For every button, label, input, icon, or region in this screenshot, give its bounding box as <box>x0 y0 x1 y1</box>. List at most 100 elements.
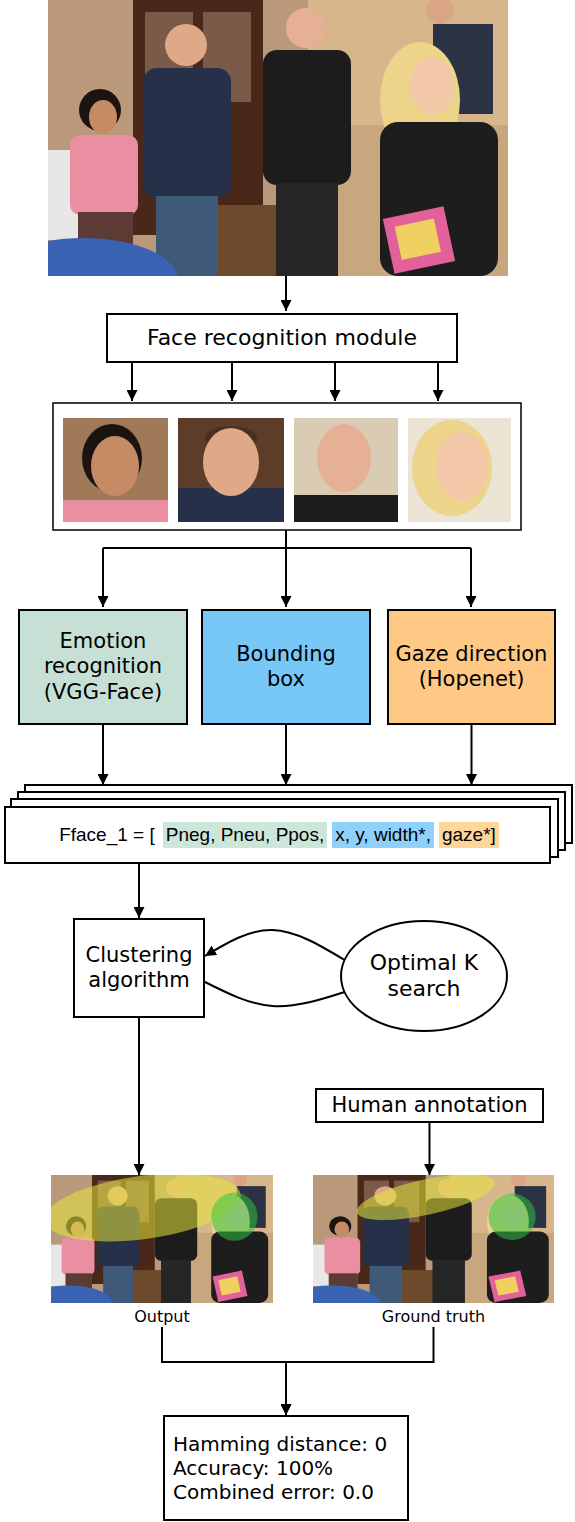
photo-person-head <box>511 1175 526 1186</box>
photo-chair <box>128 1270 167 1303</box>
photo-tray-base <box>488 1271 526 1302</box>
photo-tray-base <box>383 206 455 274</box>
photo-person-head <box>165 24 207 66</box>
image-panel: Output <box>51 1175 273 1327</box>
input-photo <box>0 0 508 322</box>
photo-person-head <box>410 57 454 115</box>
face-crop <box>294 418 398 522</box>
node-label: Gaze direction (Hopenet) <box>395 642 548 692</box>
node-label: Human annotation <box>331 1093 527 1118</box>
photo-person-head <box>286 8 326 48</box>
result-image <box>51 1175 273 1303</box>
photo-person-body <box>70 135 138 215</box>
node-label: Emotion recognition (VGG-Face) <box>26 629 180 705</box>
node-label: Combined error: 0.0 <box>173 1480 374 1504</box>
feature-vector-box: Fface_1 = [Pneg, Pneu, Ppos,x, y, width*… <box>4 806 551 864</box>
node-label: x, y, width*, <box>332 822 434 849</box>
flow-arrow <box>231 363 233 401</box>
flow-arrow <box>470 548 472 607</box>
photo-tray <box>383 206 455 274</box>
node-label: Pneg, Pneu, Ppos, <box>163 822 327 849</box>
connector-arrow <box>285 725 287 785</box>
flow-arrow <box>285 276 287 311</box>
process-box: Bounding box <box>201 609 371 725</box>
result-image <box>313 1175 554 1303</box>
connector-arrow <box>102 725 104 785</box>
photo-wall <box>48 0 508 276</box>
photo-person-body <box>380 122 498 276</box>
photo-person-head <box>426 0 454 24</box>
face-shirt <box>294 495 398 522</box>
face-skin <box>91 436 139 496</box>
face-crop <box>408 418 511 522</box>
result-box: Hamming distance: 0Accuracy: 100%Combine… <box>163 1415 409 1521</box>
connector-arrow <box>162 1327 286 1415</box>
connector-arrow <box>429 1123 431 1175</box>
photo-person-legs <box>432 1260 464 1303</box>
face-hair <box>412 420 492 516</box>
photo-scene <box>48 0 508 276</box>
group-overlay <box>489 1194 536 1240</box>
connector-arrow <box>205 982 345 1006</box>
process-box: Gaze direction (Hopenet) <box>387 609 556 725</box>
photo-person-body <box>143 68 231 198</box>
photo-person-head <box>89 100 117 134</box>
face-crop <box>178 418 284 522</box>
connector-arrow <box>205 930 345 960</box>
photo-tray-inner <box>395 218 441 260</box>
ellipse-shape <box>341 921 507 1031</box>
photo-table <box>51 1285 114 1303</box>
node-label: Accuracy: 100% <box>173 1456 333 1480</box>
process-box: Human annotation <box>315 1088 544 1123</box>
node-label: Face recognition module <box>147 325 417 351</box>
photo-table <box>48 238 178 276</box>
flow-arrow <box>102 548 104 607</box>
photo-person-body <box>325 1238 361 1275</box>
photo-person-legs <box>276 183 338 276</box>
face-skin <box>317 424 371 492</box>
photo-tray-inner <box>495 1276 519 1295</box>
image-panel: Ground truth <box>313 1175 554 1327</box>
process-box: Emotion recognition (VGG-Face) <box>18 609 188 725</box>
photo-person-legs <box>161 1260 191 1303</box>
face-crops-frame <box>53 403 521 530</box>
node-label: Bounding box <box>223 642 349 692</box>
photo-tray <box>213 1271 248 1302</box>
flow-arrow <box>131 363 133 401</box>
photo-person-body <box>263 50 351 185</box>
photo-tray-inner <box>218 1276 240 1295</box>
connector-arrow <box>138 864 140 918</box>
photo-person-body <box>211 1232 268 1303</box>
photo-tray-base <box>213 1271 248 1302</box>
flow-arrow <box>285 548 287 607</box>
process-ellipse: Optimal K search <box>340 920 508 1032</box>
process-box: Face recognition module <box>106 313 458 363</box>
photo-person-body <box>62 1238 95 1275</box>
connector-arrow <box>138 1018 140 1175</box>
group-overlay <box>352 1175 499 1230</box>
face-crop <box>63 418 168 522</box>
node-label: Clustering algorithm <box>78 943 200 993</box>
photo-tray <box>488 1271 526 1302</box>
flow-arrow <box>437 363 439 401</box>
node-label: gaze*] <box>439 822 499 849</box>
face-skin <box>203 428 259 496</box>
photo-person-head <box>334 1221 349 1237</box>
process-box: Clustering algorithm <box>73 918 205 1018</box>
node-label: Optimal K search <box>350 950 498 1003</box>
node-label: Hamming distance: 0 <box>173 1432 387 1456</box>
group-overlay <box>211 1193 257 1241</box>
image-caption: Output <box>134 1307 190 1326</box>
image-caption: Ground truth <box>382 1307 485 1326</box>
face-shirt <box>63 500 168 522</box>
photo-person-body <box>487 1232 549 1303</box>
face-crops-panel <box>53 403 521 530</box>
node-label: Fface_1 = [ <box>56 822 158 849</box>
connector-arrow <box>471 725 473 785</box>
connector-arrow <box>286 1327 434 1415</box>
photo-person-head <box>233 1175 247 1186</box>
flow-arrow <box>334 363 336 401</box>
face-skin <box>436 432 488 500</box>
branch-line <box>103 530 471 548</box>
